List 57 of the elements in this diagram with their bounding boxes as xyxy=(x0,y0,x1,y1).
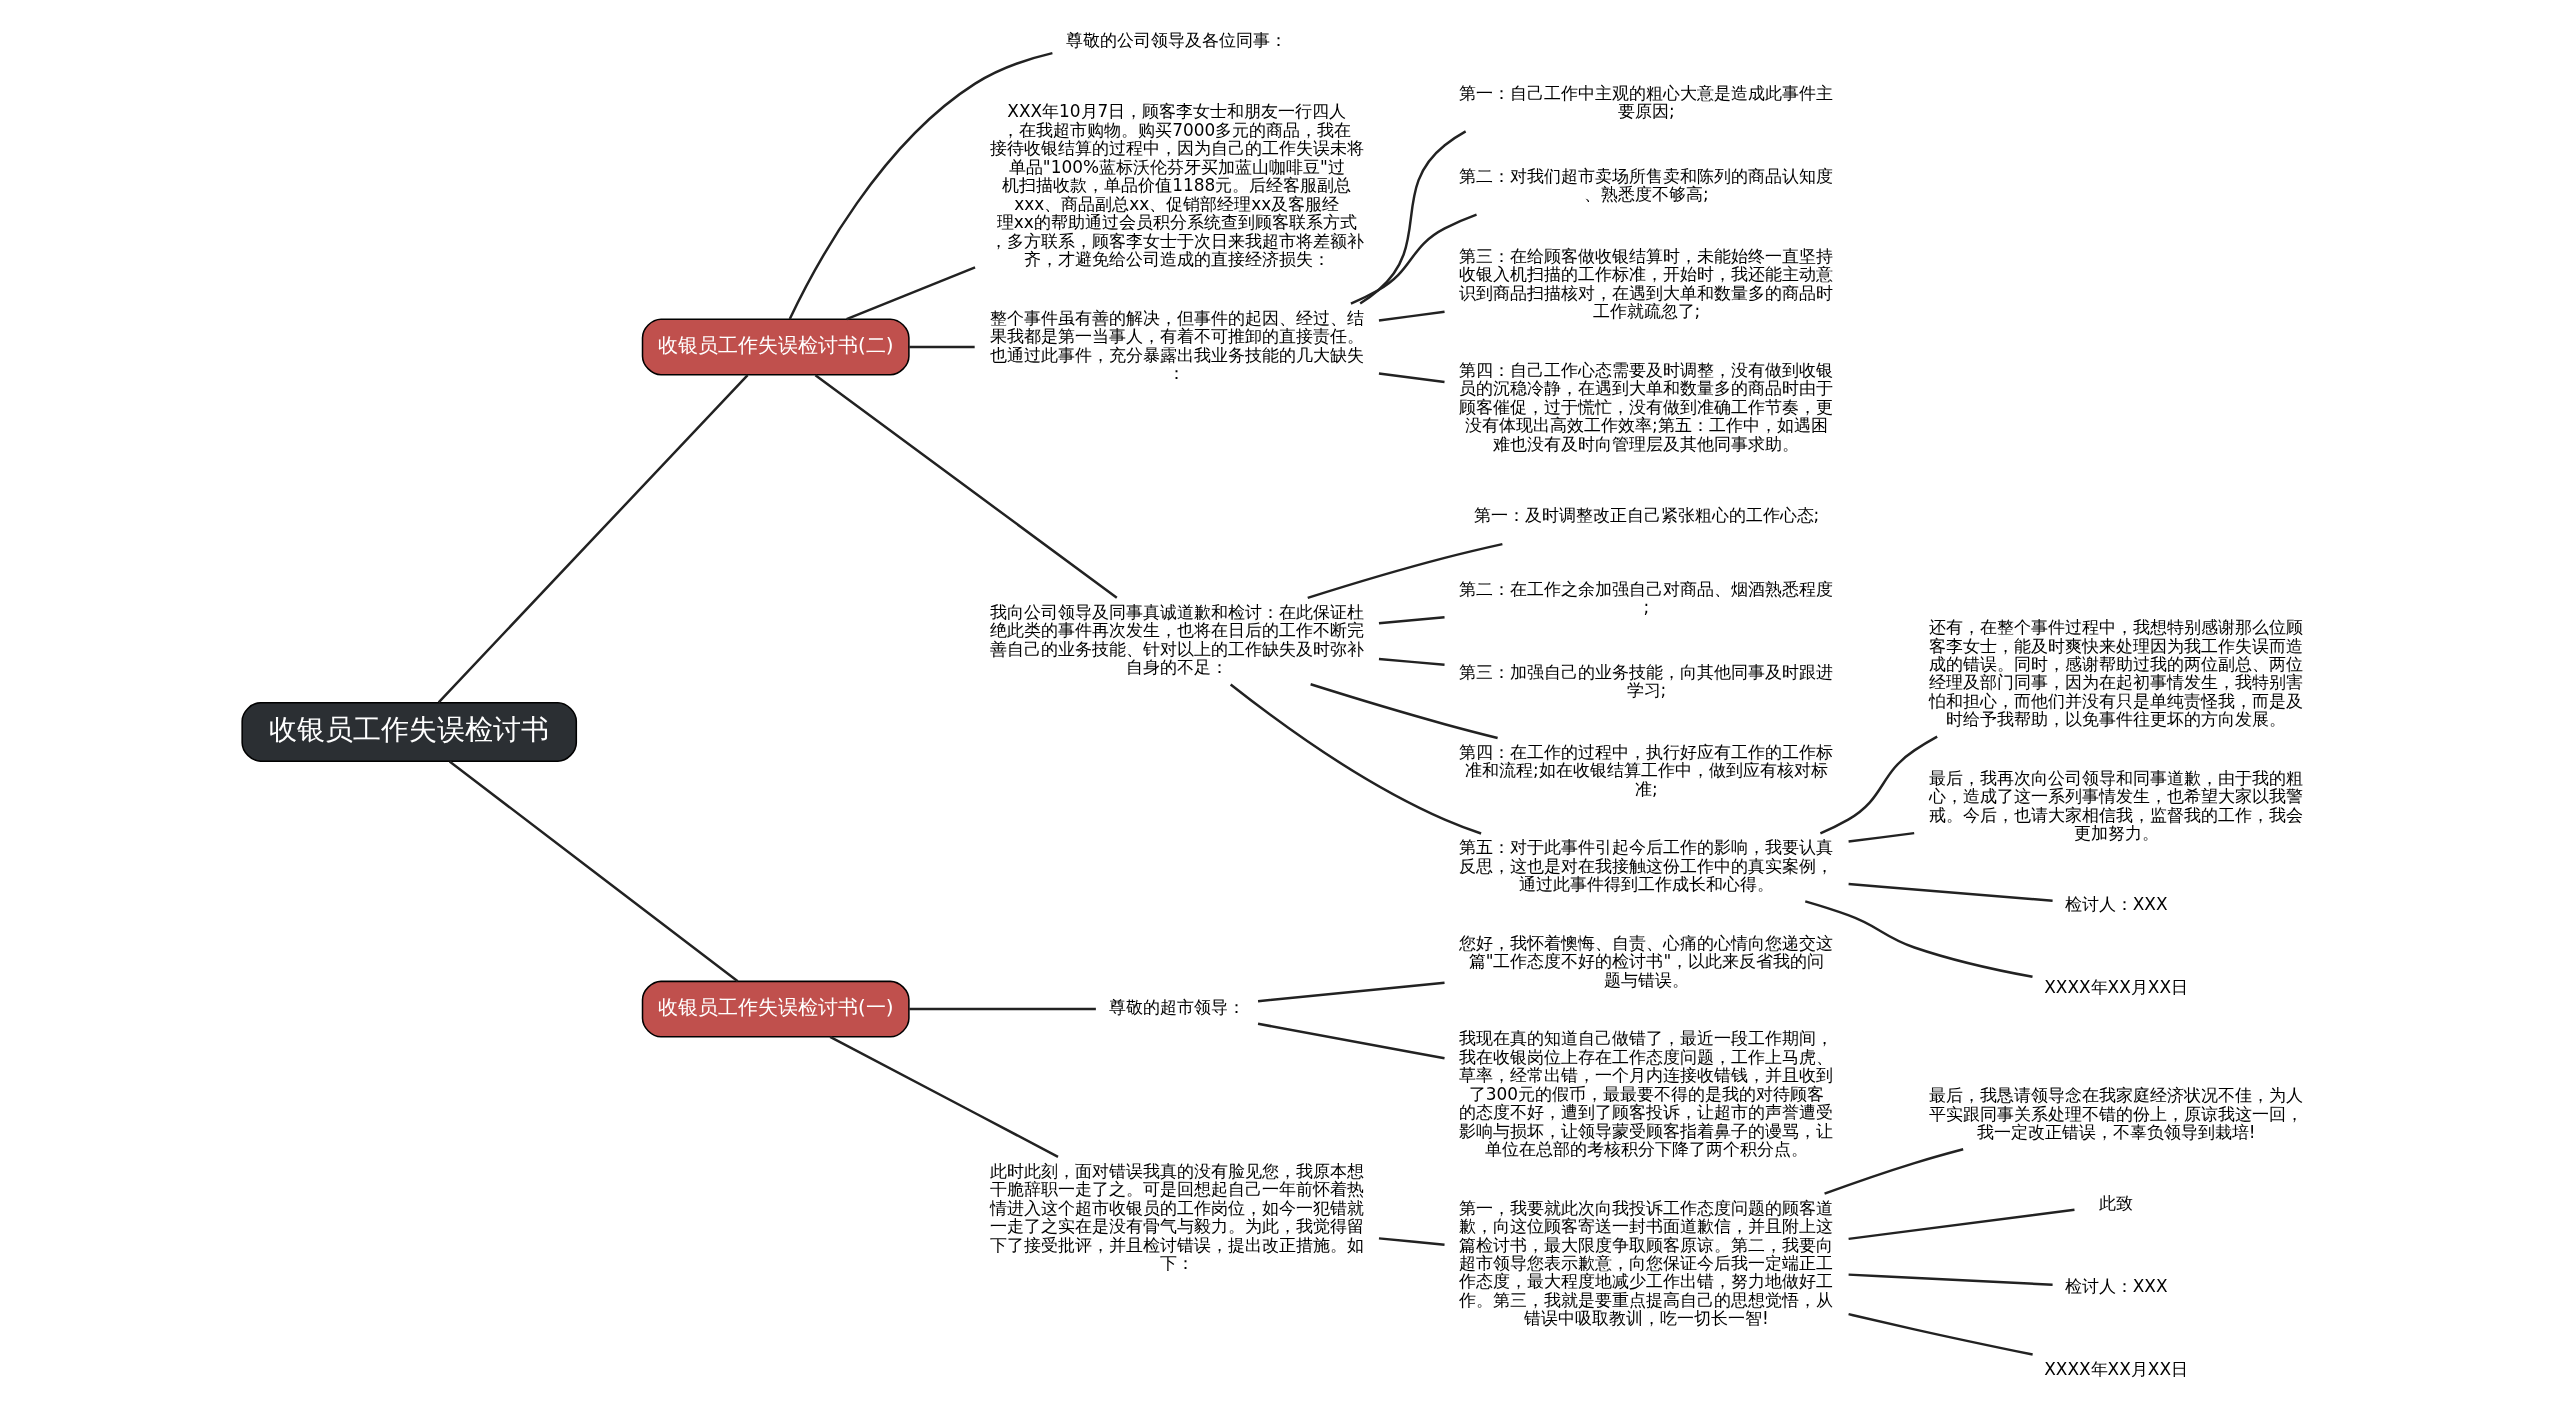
node-box: 收银员工作失误检讨书(二) xyxy=(641,318,910,376)
node-box: 收银员工作失误检讨书(一) xyxy=(641,980,910,1038)
node-text: 尊敬的超市领导： xyxy=(1108,997,1245,1018)
connector xyxy=(1848,831,1915,843)
node-text: 此时此刻，面对错误我真的没有脸见您，我原本想干脆辞职一走了之。可是回想起自己一年前怀着热情进入这个超市收银员的工作岗位，如今一犯错就一走了之实在是没有骨气与毅力。为此，我觉得留下了接受批评，并且检讨错误，提出改正措施。如下： xyxy=(989,1160,1364,1273)
connector xyxy=(1310,683,1498,740)
connector xyxy=(846,266,976,321)
node-text: 最后，我恳请领导念在我家庭经济状况不佳，为人平实跟同事关系处理不错的份上，原谅我这一回，我一定改正错误，不辜负领导到栽培! xyxy=(1929,1085,2304,1143)
connector xyxy=(1804,900,2033,978)
node-text: XXXX年XX月XX日 xyxy=(2044,1359,2188,1380)
node-text: 第三：在给顾客做收银结算时，未能始终一直坚持收银入机扫描的工作标准，开始时，我还能主动意识到商品扫描核对，在遇到大单和数量多的商品时工作就疏忽了; xyxy=(1459,245,1834,322)
connector xyxy=(1824,1148,1964,1195)
connector xyxy=(1848,882,2053,902)
connector xyxy=(1307,542,1503,600)
node-text: 第一：及时调整改正自己紧张粗心的工作心态; xyxy=(1473,504,1820,525)
node-text: 整个事件虽有善的解决，但事件的起因、经过、结果我都是第一当事人，有着不可推卸的直接责任。也通过此事件，充分暴露出我业务技能的几大缺失： xyxy=(989,307,1364,383)
connector xyxy=(814,374,1118,599)
connector xyxy=(1378,616,1445,625)
node-text: 我现在真的知道自己做错了，最近一段工作期间，我在收银岗位上存在工作态度问题，工作上马虎、草率，经常出错，一个月内连接收错钱，并且收到了300元的假币，最最要不得的是我的对待顾客的态度不好，遭到了顾客投诉，让超市的声誉遭受影响与损坏，让领导蒙受顾客指着鼻子的谩骂，让单位在总部的考核积分下降了两个积分点。 xyxy=(1459,1028,1834,1160)
node-text: 此致 xyxy=(2099,1192,2134,1213)
connector xyxy=(829,1035,1059,1158)
node-text: 我向公司领导及同事真诚道歉和检讨：在此保证杜绝此类的事件再次发生，也将在日后的工作不断完善自己的业务技能、针对以上的工作缺失及时弥补自身的不足： xyxy=(989,601,1364,678)
node-text: 检讨人：XXX xyxy=(2064,1276,2168,1297)
connector xyxy=(1378,372,1445,384)
connector xyxy=(1848,1312,2033,1356)
connector xyxy=(448,760,739,983)
connector xyxy=(1378,657,1445,666)
connector xyxy=(437,374,749,704)
connector xyxy=(1350,213,1477,305)
connector xyxy=(788,51,1053,320)
node-text: 最后，我再次向公司领导和同事道歉，由于我的粗心，造成了这一系列事情发生，也希望大家以我警戒。今后，也请大家相信我，监督我的工作，我会更加努力。 xyxy=(1929,767,2304,844)
node-text: 还有，在整个事件过程中，我想特别感谢那么位顾客李女士，能及时爽快来处理因为我工作失误而造成的错误。同时，感谢帮助过我的两位副总、两位经理及部门同事，因为在起初事情发生，我特别害怕和担心，而他们并没有只是单纯责怪我，而是及时给予我帮助，以免事件往更坏的方向发展。 xyxy=(1929,617,2304,730)
connector xyxy=(909,1007,1096,1011)
node-text: 第三：加强自己的业务技能，向其他同事及时跟进学习; xyxy=(1459,661,1834,701)
node-text: 第一：自己工作中主观的粗心大意是造成此事件主要原因; xyxy=(1459,82,1834,122)
connector xyxy=(1257,981,1445,1003)
node-text: 第二：在工作之余加强自己对商品、烟酒熟悉程度; xyxy=(1459,578,1834,618)
node-text: 尊敬的公司领导及各位同事： xyxy=(1066,30,1288,51)
node-text: 第四：自己工作心态需要及时调整，没有做到收银员的沉稳冷静，在遇到大单和数量多的商品时由于顾客催促，过于慌忙，没有做到准确工作节奏，更没有体现出高效工作效率;第五：工作中，如遇困难也没有及时向管理层及其他同事求助。 xyxy=(1459,359,1834,454)
connector xyxy=(1848,1273,2053,1286)
connector xyxy=(1359,130,1467,305)
node-text: 第二：对我们超市卖场所售卖和陈列的商品认知度、熟悉度不够高; xyxy=(1459,165,1834,205)
connector xyxy=(909,345,975,349)
connector xyxy=(1378,1237,1445,1247)
node-text: 第四：在工作的过程中，执行好应有工作的工作标准和流程;如在收银结算工作中，做到应有核对标准; xyxy=(1459,741,1834,799)
node-text: 检讨人：XXX xyxy=(2064,894,2168,915)
node-text: 第五：对于此事件引起今后工作的影响，我要认真反思，这也是对在我接触这份工作中的真实案例，通过此事件得到工作成长和心得。 xyxy=(1459,837,1834,895)
connector xyxy=(1378,310,1445,322)
node-text: 您好，我怀着懊悔、自责、心痛的心情向您递交这篇"工作态度不好的检讨书"，以此来反省我的问题与错误。 xyxy=(1459,932,1834,990)
node-text: XXX年10月7日，顾客李女士和朋友一行四人，在我超市购物。购买7000多元的商品，我在接待收银结算的过程中，因为自己的工作失误未将单品"100%蓝标沃伦芬牙买加蓝山咖啡豆"过机扫描收款，单品价值1188元。后经客服副总xxx、商品副总xx、促销部经理xx及客服经理xx的帮助通过会员积分系统查到顾客联系方式，多方联系，顾客李女士于次日来我超市将差额补齐，才避免给公司造成的直接经济损失： xyxy=(989,101,1364,270)
node-text: XXXX年XX月XX日 xyxy=(2044,977,2188,998)
connector xyxy=(1257,1022,1445,1060)
node-box: 收银员工作失误检讨书 xyxy=(241,701,578,762)
node-text: 第一，我要就此次向我投诉工作态度问题的顾客道歉，向这位顾客寄送一封书面道歉信，并且附上这篇检讨书，最大限度争取顾客原谅。第二，我要向超市领导您表示歉意，向您保证今后我一定端正工作态度，最大程度地减少工作出错，努力地做好工作。第三，我就是要重点提高自己的思想觉悟，从错误中吸取教训，吃一切长一智! xyxy=(1459,1197,1834,1329)
connector xyxy=(1848,1208,2075,1241)
connector xyxy=(1819,735,1938,835)
connector xyxy=(1229,683,1482,835)
